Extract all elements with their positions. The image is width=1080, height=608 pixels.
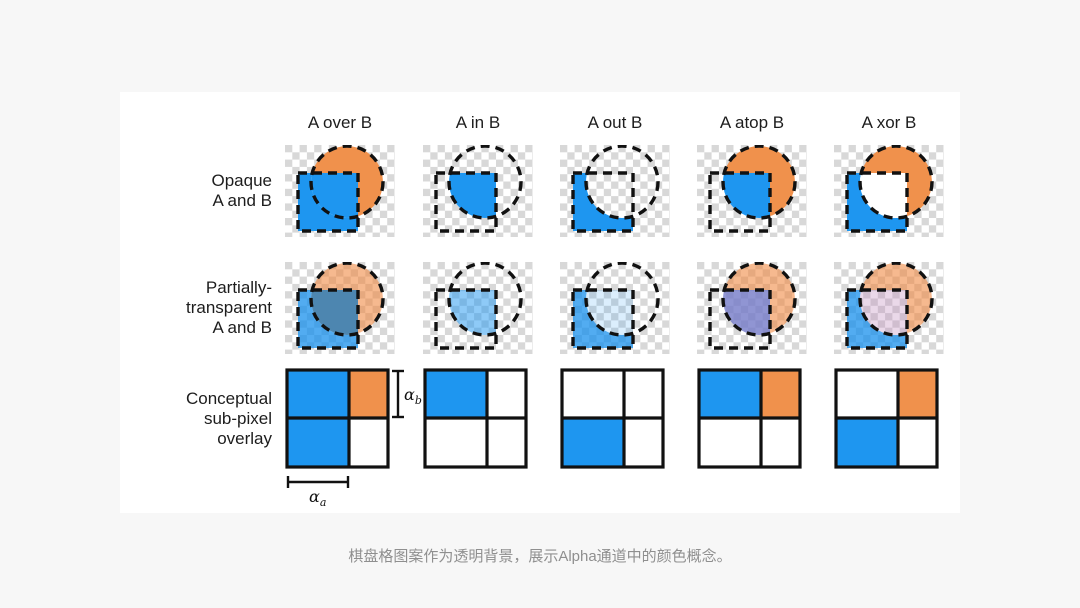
row-label-line: A and B [212,318,272,337]
cell-partial-in [423,262,533,354]
subpixel-grid-out [560,368,702,508]
column-header-xor: A xor B [861,113,917,132]
cell-partial-over [285,262,395,354]
row-label-line: Opaque [211,171,273,190]
subpixel-grid-over: αb αa [285,368,427,508]
svg-text:αa: αa [309,487,326,508]
alpha-compositing-figure: A over B αb αa [120,92,960,513]
row-label-line: Partially- [205,278,272,297]
cell-partial-xor [834,262,944,354]
alpha-b-measure: αb [392,369,422,419]
cell-opaque-in [423,145,533,237]
cell-opaque-out [560,145,670,237]
alpha-a-measure: αa [286,476,350,508]
subpixel-grid-xor [834,368,976,508]
svg-text:αb: αb [404,385,422,407]
row-label-line: Conceptual [185,389,272,408]
column-header-over: A over B [307,113,373,132]
row-label-line: sub-pixel [203,409,272,428]
subpixel-grid-atop [697,368,839,508]
column-header-in: A in B [455,113,501,132]
cell-opaque-atop [697,145,807,237]
column-header-out: A out B [587,113,643,132]
row-label-line: A and B [212,191,272,210]
row-label-line: overlay [217,429,272,448]
cell-opaque-over [285,145,395,237]
cell-partial-out [560,262,670,354]
row-label-line: transparent [186,298,272,317]
subpixel-grid-in [423,368,565,508]
cell-opaque-xor [834,145,944,237]
column-header-atop: A atop B [719,113,785,132]
figure-caption: 棋盘格图案作为透明背景，展示Alpha通道中的颜色概念。 [348,548,732,565]
cell-partial-atop [697,262,807,354]
